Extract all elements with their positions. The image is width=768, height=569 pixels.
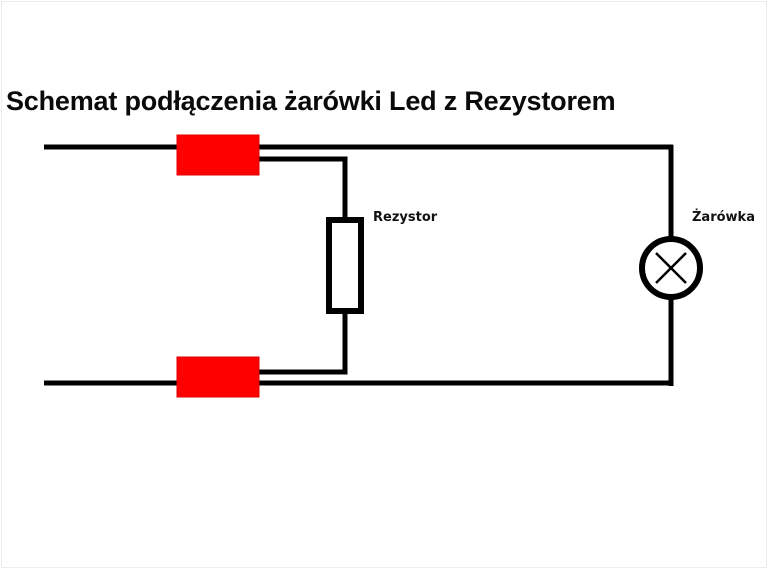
bulb-cross-2 [655,252,687,284]
wire-bottom-branch [256,312,348,375]
bulb-symbol [639,236,703,300]
wire-top-branch [256,156,348,219]
connector-bottom [176,356,260,398]
connector-top [176,134,260,176]
resistor-symbol [326,217,364,314]
diagram-title: Schemat podłączenia żarówki Led z Rezyst… [6,86,616,116]
resistor-label: Rezystor [373,210,438,225]
bulb-label: Żarówka [692,210,755,225]
